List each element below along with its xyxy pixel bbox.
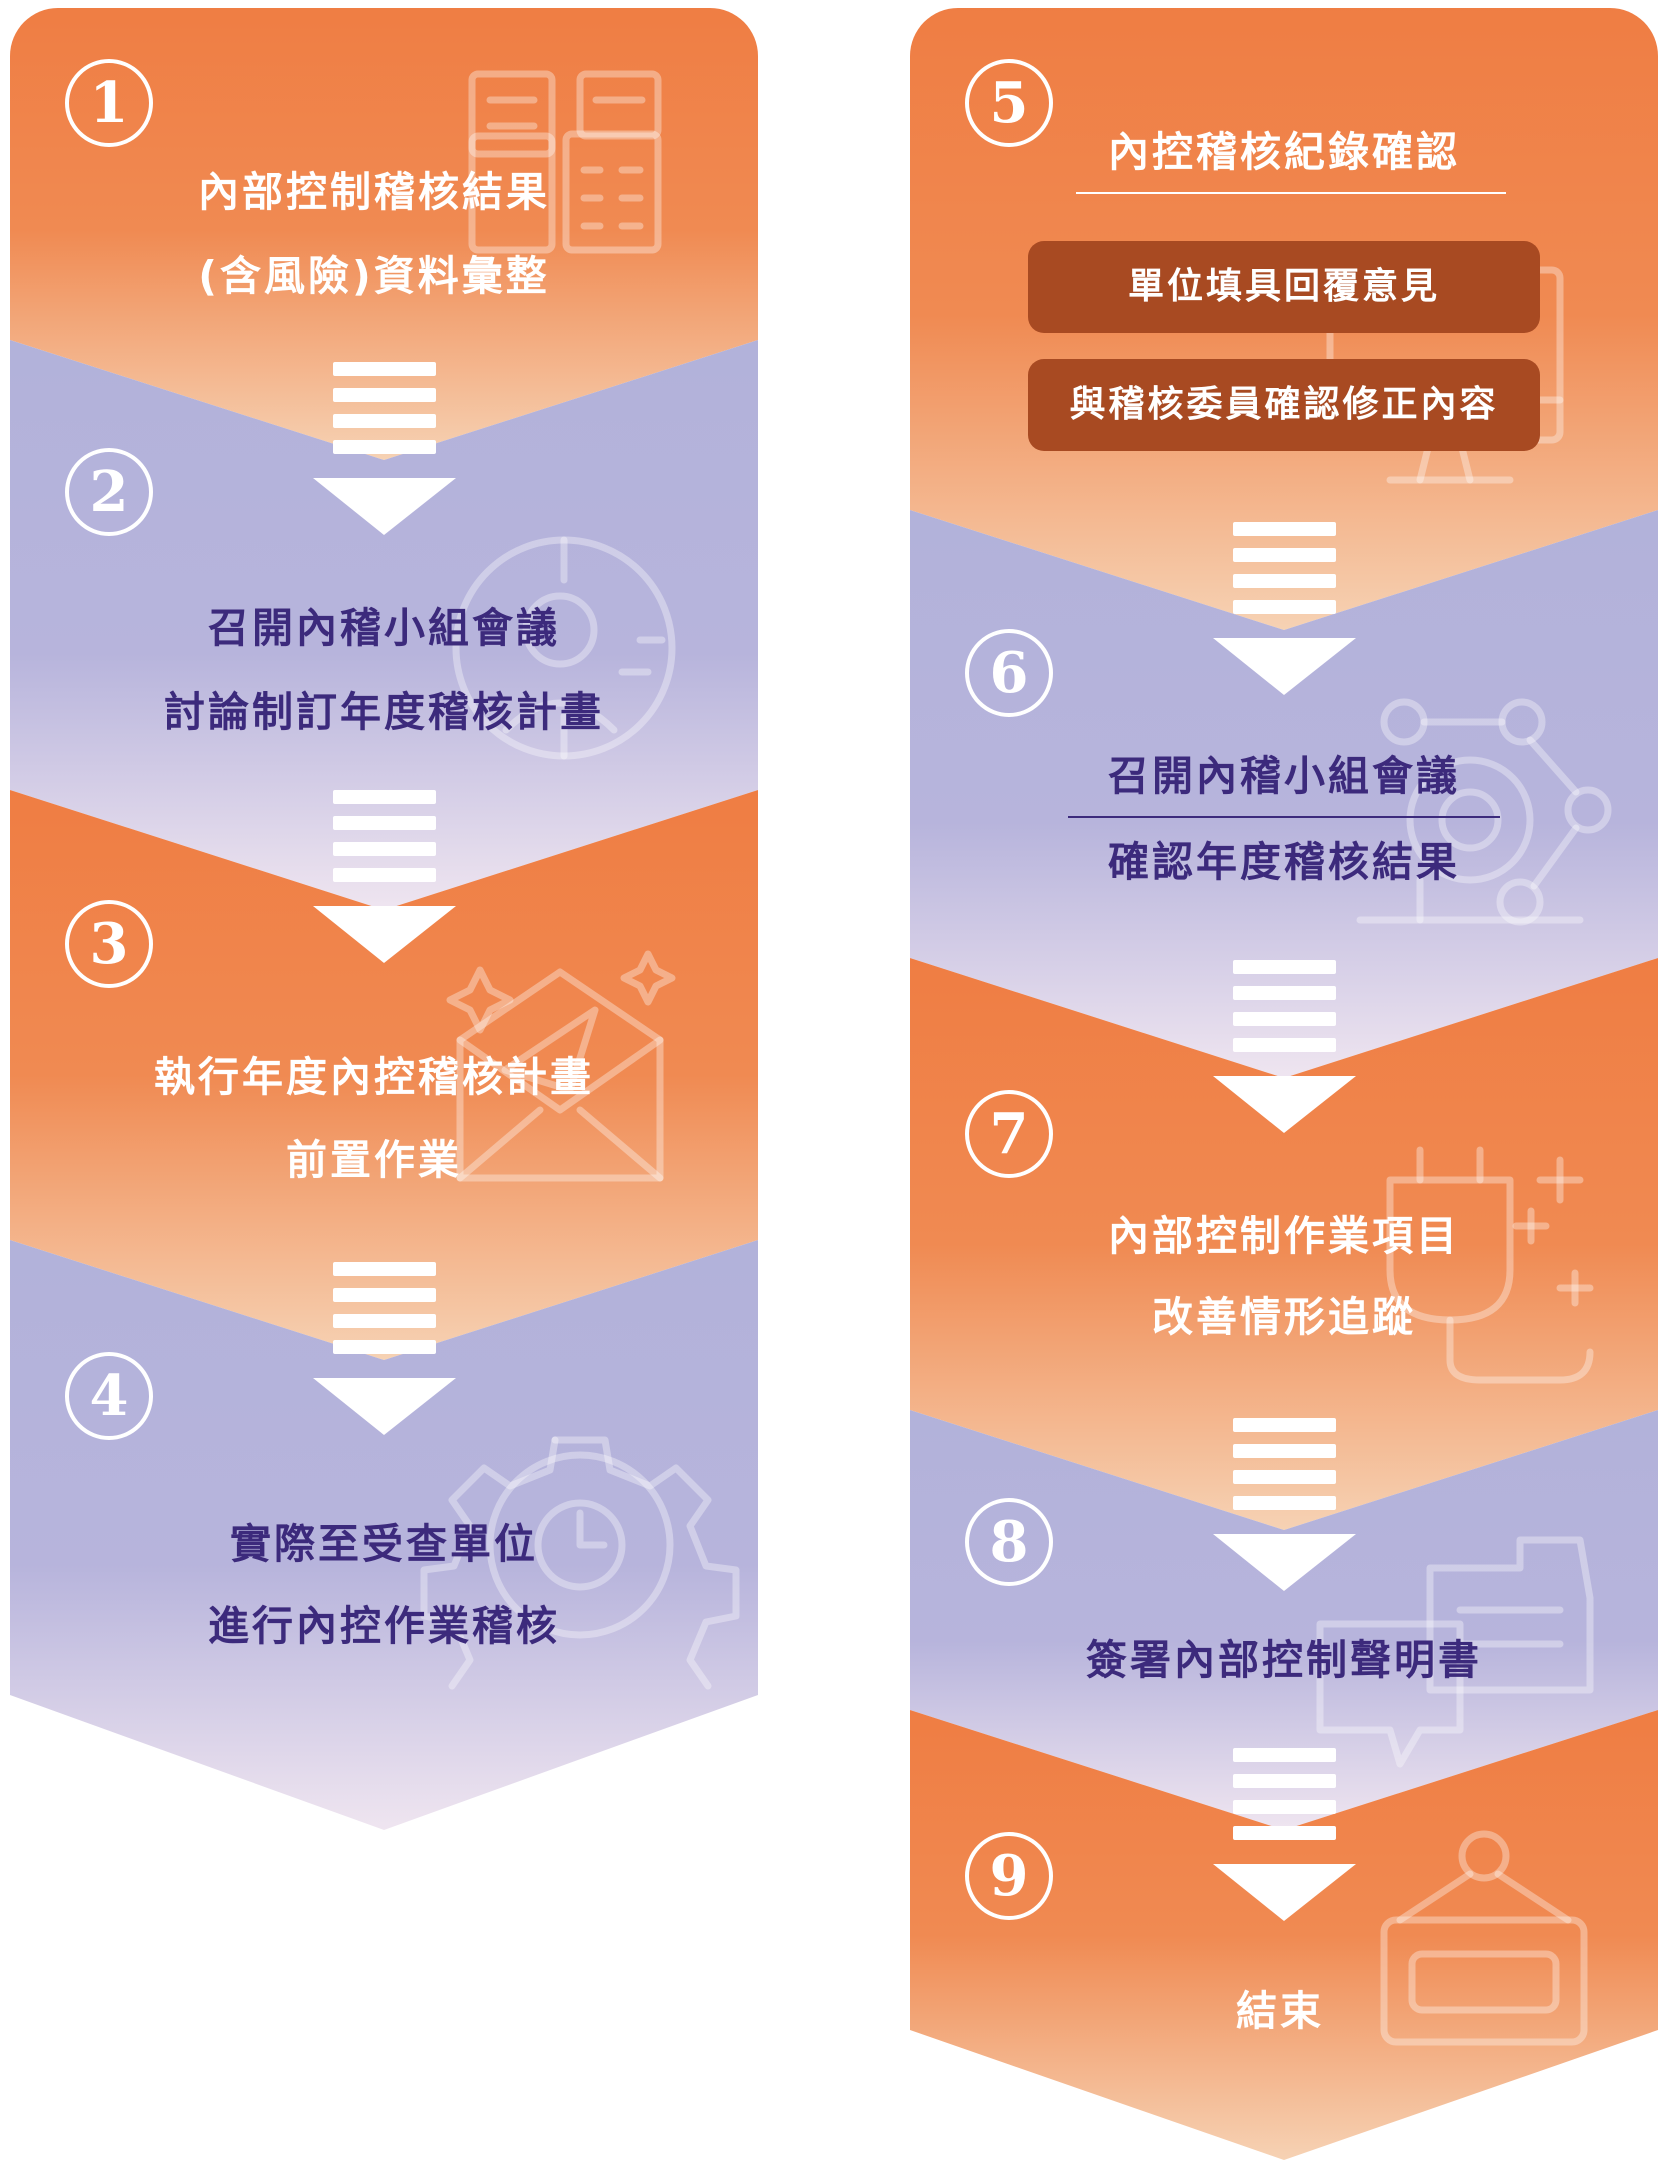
network-nodes-icon <box>1356 698 1612 926</box>
step-4-band <box>10 1240 758 1830</box>
step-1-band <box>10 8 758 460</box>
step-9-band <box>910 1710 1658 2160</box>
gear-clock-icon <box>420 1436 740 1690</box>
arrow-7-8 <box>1213 1418 1356 1591</box>
step-6-band <box>910 510 1658 1078</box>
plug-sparkle-icon <box>1386 1146 1594 1384</box>
envelope-paper-plane-icon <box>446 950 676 1182</box>
arrow-5-6 <box>1213 522 1356 695</box>
document-grid-icon <box>468 70 662 254</box>
arrow-1-2 <box>313 362 456 535</box>
step-2-band <box>10 340 758 910</box>
step-7-band <box>910 958 1658 1530</box>
hanging-sign-icon <box>1380 1830 1588 2046</box>
arrow-3-4 <box>313 1262 456 1435</box>
step-3-band <box>10 790 758 1360</box>
flow-arrows <box>313 362 1356 1921</box>
chat-bubbles-icon <box>1316 1536 1594 1768</box>
step-8-band <box>910 1410 1658 1830</box>
arrow-8-9 <box>1213 1748 1356 1921</box>
target-person-icon <box>452 536 676 760</box>
arrow-6-7 <box>1213 960 1356 1133</box>
arrow-2-3 <box>313 790 456 963</box>
